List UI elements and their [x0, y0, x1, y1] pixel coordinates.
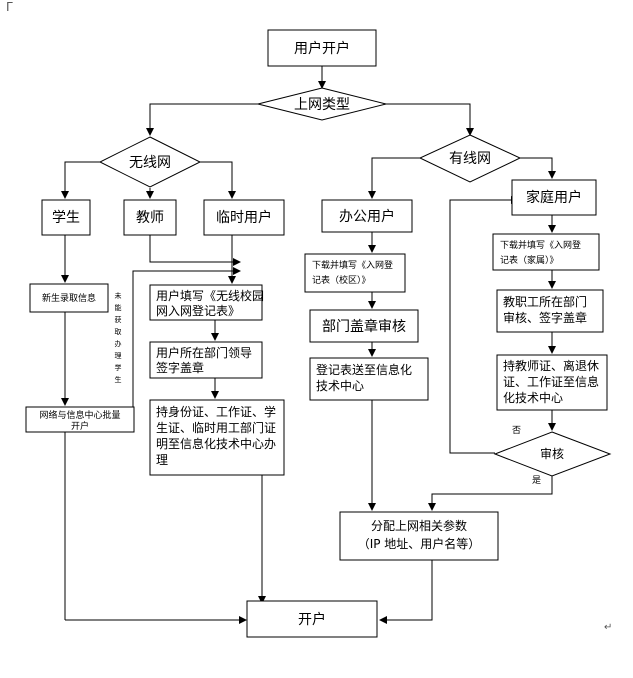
node-type-decision: 上网类型 [257, 87, 387, 121]
node-staff-dept-review: 教职工所在部门 审核、签字盖章 [496, 289, 604, 333]
dept-sign-line-1: 用户所在部门领导 [156, 345, 252, 360]
return-mark: ↵ [604, 622, 613, 633]
node-finish: 开户 [246, 600, 378, 638]
vertical-note: 未能获取办理学生 [114, 291, 122, 388]
node-wired: 有线网 [418, 134, 522, 183]
type-decision-label: 上网类型 [294, 97, 350, 113]
bring-cert-line-3: 化技术中心 [503, 390, 563, 405]
node-family-download: 下载并填写《入网登 记表（家属）》 [492, 233, 600, 271]
node-teacher: 教师 [123, 199, 177, 236]
node-assign-params: 分配上网相关参数 （IP 地址、用户名等） [339, 511, 499, 561]
node-wireless: 无线网 [98, 136, 202, 188]
node-office-submit: 登记表送至信息化 技术中心 [309, 357, 429, 401]
batch-open-line-2: 开户 [71, 420, 89, 432]
office-submit-line-1: 登记表送至信息化 [316, 362, 412, 377]
corner-mark: Γ [6, 0, 13, 14]
bring-id-line-4: 理 [156, 453, 168, 467]
node-dept-sign: 用户所在部门领导 签字盖章 [149, 341, 263, 379]
temp-user-label: 临时用户 [216, 209, 272, 226]
family-download-line-1: 下载并填写《入网登 [500, 239, 581, 251]
node-start-label: 用户开户 [294, 40, 350, 57]
fill-wireless-form-line-2: 网入网登记表》 [156, 303, 240, 318]
wireless-label: 无线网 [129, 155, 171, 171]
student-info-label: 新生录取信息 [42, 292, 96, 304]
bring-id-line-2: 生证、临时用工部门证 [156, 420, 276, 435]
office-download-line-2: 记表（校区）》 [312, 274, 371, 286]
staff-dept-review-line-2: 审核、签字盖章 [503, 310, 587, 325]
staff-dept-review-line-1: 教职工所在部门 [503, 294, 587, 309]
bring-id-line-3: 明至信息化技术中心办 [156, 436, 276, 451]
bring-cert-line-1: 持教师证、离退休 [503, 358, 599, 373]
node-bring-id: 持身份证、工作证、学 生证、临时用工部门证 明至信息化技术中心办 理 [149, 399, 285, 476]
node-batch-open: 网络与信息中心批量 开户 [25, 406, 135, 433]
wired-label: 有线网 [449, 151, 491, 167]
dept-sign-line-2: 签字盖章 [156, 360, 204, 375]
node-temp-user: 临时用户 [203, 199, 285, 236]
node-dept-stamp-review: 部门盖章审核 [309, 309, 419, 343]
fill-wireless-form-line-1: 用户填写《无线校园 [156, 288, 264, 303]
node-student: 学生 [41, 199, 91, 236]
node-start: 用户开户 [267, 29, 377, 67]
node-office-download: 下载并填写《入网登 记表（校区）》 [304, 253, 406, 293]
assign-params-line-2: （IP 地址、用户名等） [358, 536, 481, 551]
batch-open-line-1: 网络与信息中心批量 [39, 409, 120, 421]
office-download-line-1: 下载并填写《入网登 [312, 259, 393, 271]
node-review: 审核 [493, 431, 612, 477]
node-fill-wireless-form: 用户填写《无线校园 网入网登记表》 [149, 284, 264, 321]
family-download-line-2: 记表（家属）》 [500, 254, 559, 266]
yes-label: 是 [532, 475, 541, 486]
bring-id-line-1: 持身份证、工作证、学 [156, 404, 276, 419]
bring-cert-line-2: 证、工作证至信息 [503, 374, 599, 389]
office-user-label: 办公用户 [339, 208, 395, 225]
node-family-user: 家庭用户 [511, 179, 597, 216]
teacher-label: 教师 [136, 210, 164, 226]
node-bring-cert: 持教师证、离退休 证、工作证至信息 化技术中心 [496, 354, 608, 411]
assign-params-line-1: 分配上网相关参数 [371, 518, 467, 533]
no-label: 否 [512, 425, 521, 436]
review-label: 审核 [540, 446, 564, 461]
node-office-user: 办公用户 [321, 199, 413, 233]
finish-label: 开户 [298, 611, 326, 628]
student-label: 学生 [52, 210, 80, 226]
node-student-info: 新生录取信息 [29, 283, 109, 313]
family-user-label: 家庭用户 [526, 189, 582, 206]
office-submit-line-2: 技术中心 [316, 378, 364, 393]
connectors [61, 66, 556, 624]
dept-stamp-review-label: 部门盖章审核 [322, 318, 406, 335]
